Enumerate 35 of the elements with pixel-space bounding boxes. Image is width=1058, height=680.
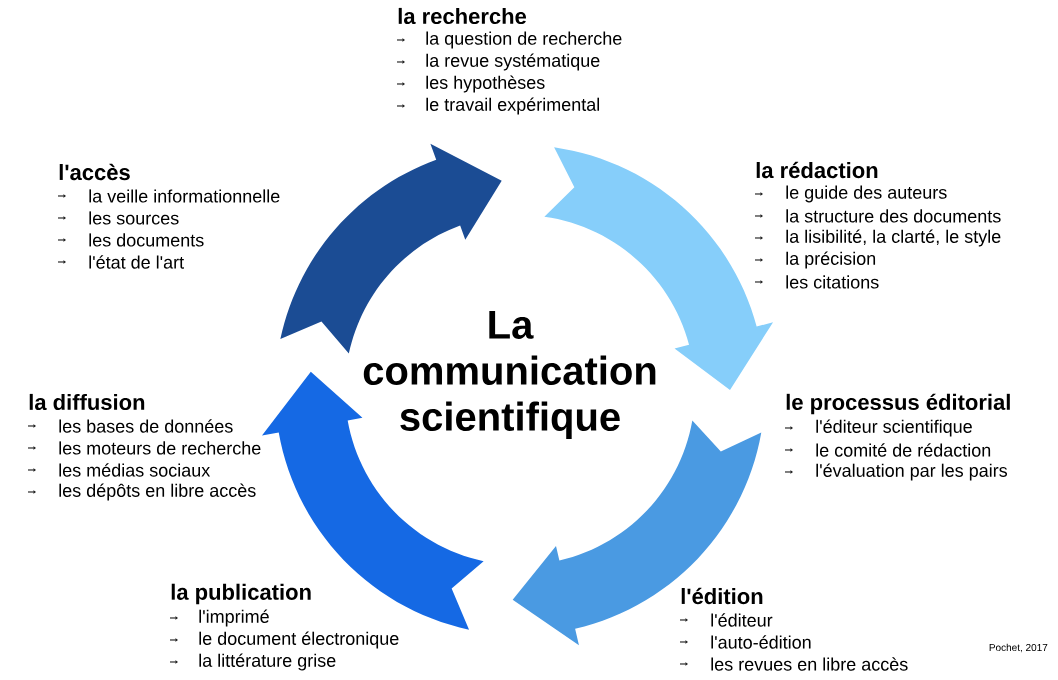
- list-item: le guide des auteurs: [786, 185, 947, 203]
- list-item: la lisibilité, la clarté, le style: [786, 229, 1001, 247]
- list-item: les documents: [89, 233, 204, 247]
- list-item: les dépôts en libre accès: [59, 483, 256, 501]
- list-item: le travail expérimental: [426, 97, 600, 115]
- center-title: La communication scientifique: [363, 311, 656, 439]
- credit-text: Pochet, 2017: [989, 643, 1048, 653]
- list-item: l'imprimé: [199, 609, 269, 627]
- list-item: les hypothèses: [426, 75, 545, 93]
- section-heading: le processus éditorial: [786, 393, 1010, 415]
- list-item: la structure des documents: [786, 209, 1001, 223]
- list-item: le document électronique: [199, 631, 399, 649]
- list-item: la littérature grise: [199, 653, 336, 671]
- section-heading: l'édition: [681, 587, 763, 605]
- list-item: les citations: [786, 275, 879, 289]
- section-heading: la rédaction: [756, 161, 878, 179]
- list-item: l'éditeur scientifique: [816, 419, 972, 437]
- section-heading: la publication: [171, 583, 311, 605]
- list-item: l'état de l'art: [89, 255, 184, 269]
- list-item: l'auto-édition: [711, 635, 811, 649]
- list-item: la précision: [786, 251, 876, 269]
- list-item: les bases de données: [59, 419, 233, 433]
- section-heading: la recherche: [398, 7, 527, 25]
- section-heading: la diffusion: [29, 393, 145, 411]
- section-heading: l'accès: [59, 163, 130, 181]
- list-item: l'évaluation par les pairs: [816, 463, 1008, 481]
- list-item: la question de recherche: [426, 31, 622, 49]
- list-item: les moteurs de recherche: [59, 441, 261, 455]
- list-item: le comité de rédaction: [816, 443, 991, 457]
- list-item: l'éditeur: [711, 613, 773, 627]
- list-item: les médias sociaux: [59, 463, 211, 477]
- list-item: les sources: [89, 211, 179, 225]
- list-item: les revues en libre accès: [711, 657, 908, 671]
- list-item: la veille informationnelle: [89, 189, 280, 203]
- list-item: la revue systématique: [426, 53, 600, 71]
